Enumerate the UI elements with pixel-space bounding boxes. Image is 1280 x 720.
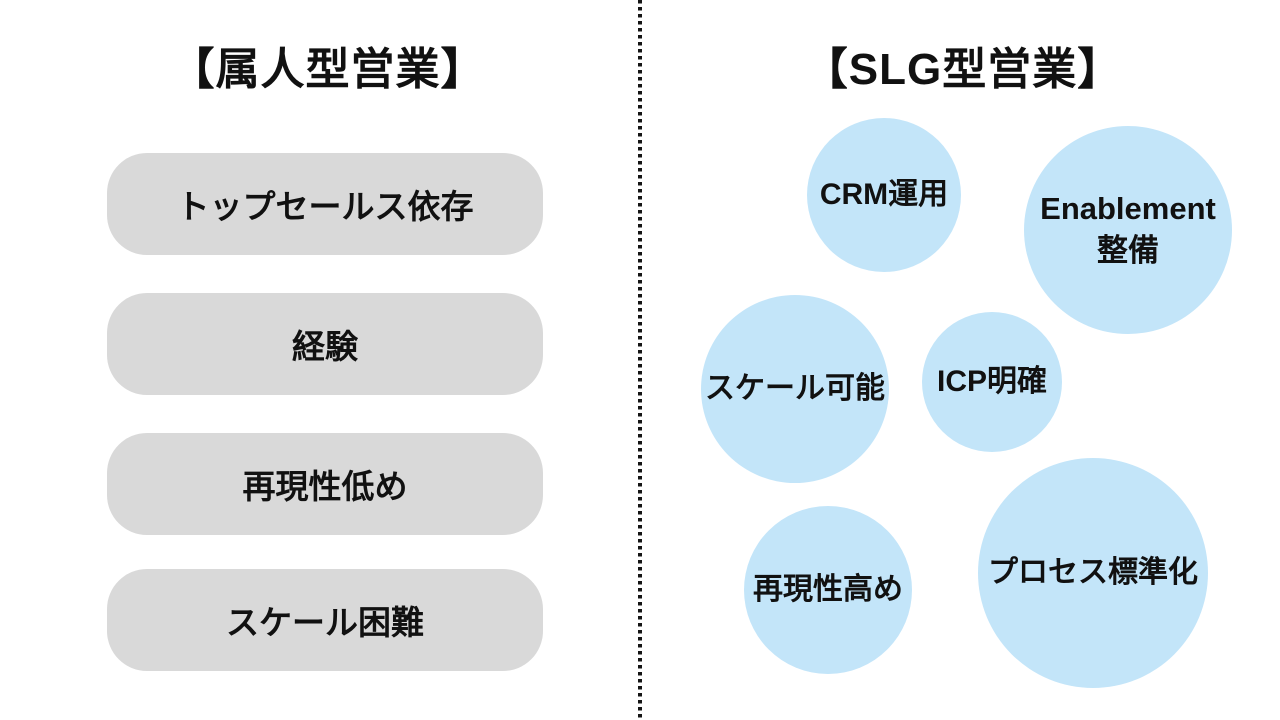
bubble-enablement-setup: Enablement 整備 <box>1024 126 1232 334</box>
box-label: スケール困難 <box>226 604 424 641</box>
box-low-reproducibility: 再現性低め <box>107 433 543 535</box>
box-label: 再現性低め <box>242 468 408 505</box>
bubble-icp-clear: ICP明確 <box>922 312 1062 452</box>
left-panel-title: 【属人型営業】 <box>170 45 486 94</box>
bubble-scalable: スケール可能 <box>701 295 889 483</box>
bubble-label: 再現性高め <box>753 572 903 606</box>
dotted-divider <box>638 0 642 720</box>
bubble-label: CRM運用 <box>819 177 949 211</box>
right-panel-title: 【SLG型営業】 <box>803 45 1123 94</box>
box-label: トップセールス依存 <box>176 188 474 225</box>
box-scale-difficulty: スケール困難 <box>107 569 543 671</box>
box-label: 経験 <box>292 328 358 365</box>
box-top-sales-dependence: トップセールス依存 <box>107 153 543 255</box>
bubble-label: プロセス標準化 <box>988 555 1198 589</box>
bubble-high-reproducibility: 再現性高め <box>744 506 912 674</box>
bubble-crm-operation: CRM運用 <box>807 118 961 272</box>
bubble-process-standardization: プロセス標準化 <box>978 458 1208 688</box>
box-experience: 経験 <box>107 293 543 395</box>
bubble-label: スケール可能 <box>705 371 885 405</box>
bubble-label: Enablement 整備 <box>1040 191 1216 268</box>
bubble-label: ICP明確 <box>936 364 1047 398</box>
